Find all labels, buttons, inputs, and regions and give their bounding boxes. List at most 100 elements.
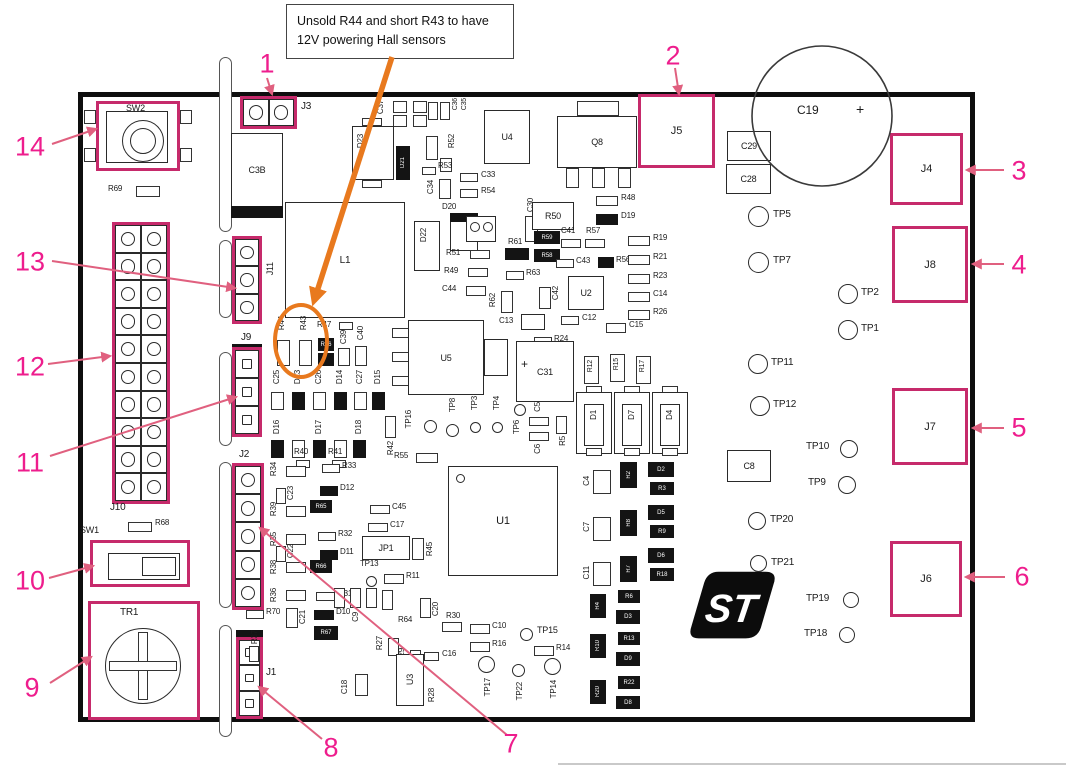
d13-label: D13 (293, 370, 302, 385)
c25-label: C25 (272, 370, 281, 385)
c13-label: C13 (499, 316, 514, 325)
tp22-label: TP22 (515, 682, 524, 701)
tp21 (750, 555, 767, 572)
c27 (354, 392, 367, 410)
r21-label: R21 (653, 252, 668, 261)
r23-label: R23 (653, 271, 668, 280)
c19-label: C19 (797, 103, 819, 117)
d11-label: D11 (340, 547, 354, 556)
j4-connector: J4 (890, 133, 963, 205)
r54 (460, 189, 478, 198)
tp1 (838, 320, 858, 340)
r50-label: R50 (545, 211, 561, 221)
r70 (246, 610, 264, 619)
r56-label: R56 (616, 255, 631, 264)
pad (483, 222, 493, 232)
c33 (460, 173, 478, 182)
tp11-label: TP11 (771, 357, 794, 368)
q8-leg (592, 168, 605, 188)
callout-number-10: 10 (14, 565, 46, 596)
c21-label: C21 (298, 610, 307, 625)
c8-label: C8 (743, 461, 755, 471)
r36-label: R36 (269, 588, 278, 603)
j9-label: J9 (241, 332, 252, 343)
u5-label: U5 (440, 352, 452, 363)
c11-label: C11 (582, 566, 591, 580)
pin-cell (115, 445, 141, 474)
pin-cell (115, 363, 141, 391)
pin (146, 341, 162, 357)
pin (120, 479, 136, 495)
tp18 (839, 627, 855, 643)
c12 (561, 316, 579, 325)
c43 (556, 259, 574, 268)
j1-label: J1 (266, 667, 277, 678)
d19 (596, 214, 618, 225)
c26-label: C26 (314, 370, 323, 385)
u4: U4 (484, 110, 530, 164)
pin-cell (235, 378, 259, 406)
r28-label: R28 (427, 688, 436, 703)
pin (120, 314, 136, 329)
r66-label: R66 (315, 563, 327, 570)
r69 (136, 186, 160, 197)
c37 (413, 115, 427, 127)
r48-label: R48 (621, 193, 636, 202)
pin (146, 286, 162, 302)
r65-label: R65 (315, 503, 327, 510)
r67-label: R67 (320, 630, 332, 636)
r6-label: R6 (625, 593, 633, 600)
pin-cell (235, 266, 259, 294)
r55-label: R55 (394, 451, 409, 460)
pin (146, 259, 162, 274)
pin (120, 286, 136, 302)
r18-label: R18 (656, 571, 668, 578)
c7 (593, 517, 611, 541)
d13 (292, 392, 305, 410)
d23-label: D23 (356, 134, 365, 149)
r30 (442, 622, 462, 632)
pin (248, 105, 263, 120)
c31: C31 (516, 341, 574, 402)
pin (120, 259, 136, 274)
c25 (271, 392, 284, 410)
j11-label: J11 (265, 262, 275, 276)
u1: U1 (448, 466, 558, 576)
r3: R3 (650, 482, 674, 495)
c6 (529, 432, 549, 441)
callout-number-9: 9 (24, 672, 40, 703)
r33-label: R33 (342, 461, 357, 470)
pin-cell (268, 99, 294, 126)
r41-label: R41 (328, 447, 343, 456)
r58-label: R58 (541, 252, 553, 259)
d7-tab (624, 448, 640, 456)
j8-connector: J8 (892, 226, 968, 303)
tp6-label: TP6 (512, 420, 521, 435)
tp20-label: TP20 (770, 514, 794, 525)
tp5 (748, 206, 769, 227)
pin-cell (141, 225, 167, 253)
c4-label: C4 (582, 476, 591, 486)
r6: R6 (618, 590, 640, 603)
sw2-tab (84, 110, 96, 124)
d2: D2 (648, 462, 674, 477)
tp16 (424, 420, 437, 433)
sw2-ring (130, 128, 156, 154)
r10: R10 (590, 634, 606, 658)
r61 (505, 248, 529, 260)
r47 (339, 322, 353, 330)
pin-cell (141, 252, 167, 281)
c18-label: C18 (340, 680, 349, 695)
r52 (426, 136, 438, 160)
pin-cell (115, 225, 141, 253)
c45-label: C45 (392, 502, 407, 511)
pin-cell (141, 307, 167, 336)
r64-label: R64 (398, 615, 413, 624)
c3b-band (231, 206, 283, 218)
pin-cell (235, 350, 259, 378)
d12-label: D12 (340, 483, 355, 492)
r69-label: R69 (108, 184, 123, 193)
u5-tab (484, 339, 508, 376)
r19-label: R19 (653, 233, 668, 242)
d6-label: D6 (657, 552, 665, 559)
